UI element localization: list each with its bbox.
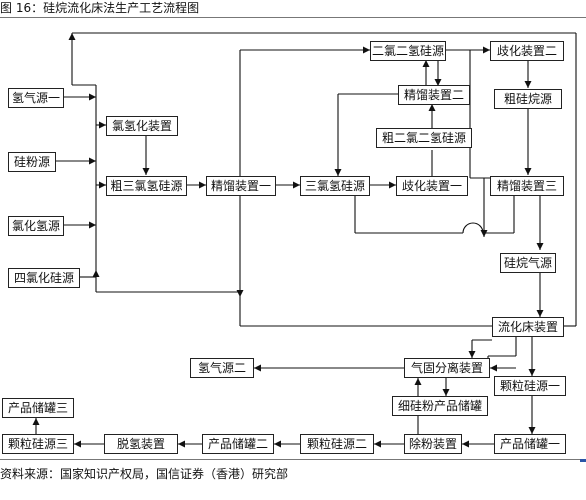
- node-dust-removal-unit: 除粉装置: [404, 434, 462, 454]
- node-silicon-powder-source: 硅粉源: [8, 152, 56, 172]
- node-product-tank-3: 产品储罐三: [2, 398, 74, 418]
- node-crude-dichlorosilane-source: 粗二氯二氢硅源: [376, 128, 472, 148]
- node-hydrogen-source-2: 氢气源二: [190, 358, 254, 378]
- node-hydrogen-source-1: 氢气源一: [8, 88, 64, 108]
- node-silicon-tetrachloride-source: 四氯化硅源: [8, 268, 80, 288]
- node-hydrochlorination-unit: 氯氢化装置: [106, 116, 178, 136]
- node-granular-silicon-source-2: 颗粒硅源二: [300, 434, 374, 454]
- bottom-divider: [0, 459, 586, 460]
- node-disproportionation-unit-2: 歧化装置二: [490, 41, 564, 61]
- top-divider: [0, 17, 586, 18]
- node-product-tank-1: 产品储罐一: [494, 434, 566, 454]
- node-fluidized-bed-unit: 流化床装置: [492, 317, 564, 337]
- node-hydrogen-chloride-source: 氯化氢源: [8, 216, 64, 236]
- node-dichlorosilane: 二氯二氢硅源: [370, 41, 446, 61]
- node-product-tank-2: 产品储罐二: [202, 434, 274, 454]
- node-trichlorosilane: 三氯氢硅源: [300, 176, 370, 196]
- figure-title: 图 16：硅烷流化床法生产工艺流程图: [0, 1, 200, 15]
- node-disproportionation-unit-1: 歧化装置一: [396, 176, 468, 196]
- source-note: 资料来源：国家知识产权局，国信证券（香港）研究部: [0, 467, 289, 481]
- node-silane-gas-source: 硅烷气源: [500, 253, 556, 273]
- node-crude-trichlorosilane-source: 粗三氯氢硅源: [106, 176, 187, 196]
- node-dehydrogenation-unit: 脱氢装置: [104, 434, 178, 454]
- node-fine-silicon-powder-storage: 细硅粉产品储罐: [392, 396, 488, 416]
- node-crude-silane-source: 粗硅烷源: [494, 89, 562, 109]
- node-granular-silicon-source-3: 颗粒硅源三: [2, 434, 74, 454]
- blue-marker: [580, 459, 586, 462]
- node-granular-silicon-source-1: 颗粒硅源一: [494, 376, 566, 396]
- node-distillation-unit-3: 精馏装置三: [490, 176, 564, 196]
- node-gas-solid-separation-unit: 气固分离装置: [404, 358, 490, 378]
- node-distillation-unit-1: 精馏装置一: [206, 176, 276, 196]
- connector-jump-arc: [462, 222, 484, 234]
- node-distillation-unit-2: 精馏装置二: [398, 85, 470, 105]
